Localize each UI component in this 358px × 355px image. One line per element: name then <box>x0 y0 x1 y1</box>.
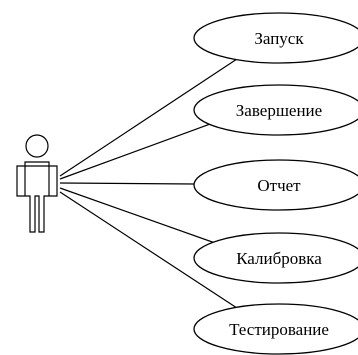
associations <box>59 56 241 311</box>
use-case-label: Тестирование <box>229 320 329 339</box>
use-case-ellipse <box>193 159 358 211</box>
association-line-1 <box>59 56 241 177</box>
use-case-2: Завершение <box>193 84 358 136</box>
use-case-label: Отчет <box>257 176 301 195</box>
use-case-label: Запуск <box>254 29 304 48</box>
association-line-3 <box>59 182 195 185</box>
use-case-ellipse <box>193 232 358 284</box>
actor <box>16 134 58 233</box>
use-case-label: Калибровка <box>236 249 322 268</box>
use-case-3: Отчет <box>193 159 358 211</box>
use-case-5: Тестирование <box>193 303 358 355</box>
use-case-1: Запуск <box>193 12 358 64</box>
association-line-4 <box>59 187 233 250</box>
use-case-ellipse <box>193 84 358 136</box>
actor-head-icon <box>25 134 49 158</box>
association-line-2 <box>59 115 233 180</box>
use-case-ellipse <box>193 12 358 64</box>
actor-body-icon <box>16 161 58 233</box>
use-case-label: Завершение <box>236 101 322 120</box>
use-case-4: Калибровка <box>193 232 358 284</box>
use-case-ellipse <box>193 303 358 355</box>
association-line-5 <box>59 191 241 311</box>
